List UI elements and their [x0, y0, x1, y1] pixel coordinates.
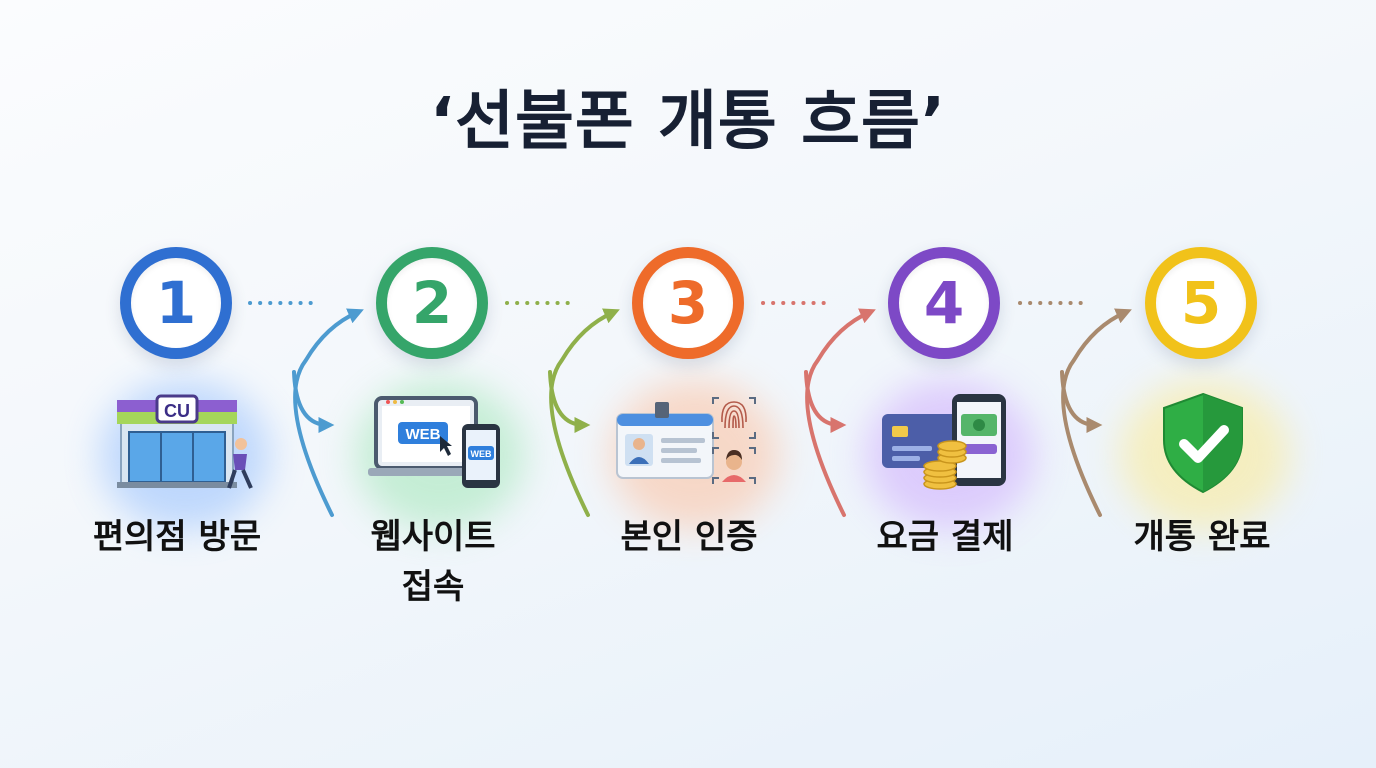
- arc-arrow-4-5: [1061, 308, 1132, 517]
- step-2-label: 웹사이트 접속: [313, 512, 553, 612]
- laptop-web-label: WEB: [406, 426, 441, 443]
- step-1-number: 1: [155, 269, 197, 337]
- page-title: ‘선불폰 개통 흐름’: [429, 85, 947, 159]
- step-5-label-line-1: 개통 완료: [1133, 517, 1271, 557]
- step-5-circle: 5: [1145, 247, 1257, 359]
- step-1-label-line-1: 편의점 방문: [92, 517, 262, 557]
- step-2-label-line-1: 웹사이트: [370, 517, 496, 557]
- laptop-phone-web-icon: WEB WEB: [368, 396, 500, 488]
- icon-arrow-1-2: [292, 370, 335, 433]
- step-4-label-line-1: 요금 결제: [876, 517, 1014, 557]
- step-2-label-line-2: 접속: [401, 567, 465, 607]
- step-1-circle: 1: [120, 247, 232, 359]
- icon-arrow-2-3: [548, 370, 591, 433]
- step-1-label: 편의점 방문: [57, 512, 297, 562]
- store-sign-text: CU: [164, 401, 190, 421]
- arc-arrow-1-2: [293, 308, 364, 517]
- step-4-label: 요금 결제: [825, 512, 1065, 562]
- step-5-label: 개통 완료: [1082, 512, 1322, 562]
- phone-web-label: WEB: [471, 449, 492, 459]
- shield-check-icon: [1163, 392, 1243, 494]
- step-4-number: 4: [923, 269, 965, 337]
- icon-arrow-4-5: [1060, 370, 1103, 433]
- arc-arrow-2-3: [549, 308, 620, 517]
- step-3-label: 본인 인증: [569, 512, 809, 562]
- convenience-store-icon: CU: [117, 394, 253, 489]
- icon-arrow-3-4: [804, 370, 847, 433]
- step-2-number: 2: [411, 269, 453, 337]
- arc-arrow-3-4: [805, 308, 876, 517]
- step-3-label-line-1: 본인 인증: [620, 517, 758, 557]
- step-2-circle: 2: [376, 247, 488, 359]
- id-card-fingerprint-icon: [616, 397, 756, 484]
- card-phone-coins-icon: [882, 394, 1006, 490]
- step-3-circle: 3: [632, 247, 744, 359]
- step-3-number: 3: [667, 269, 709, 337]
- step-4-circle: 4: [888, 247, 1000, 359]
- step-5-number: 5: [1180, 269, 1222, 337]
